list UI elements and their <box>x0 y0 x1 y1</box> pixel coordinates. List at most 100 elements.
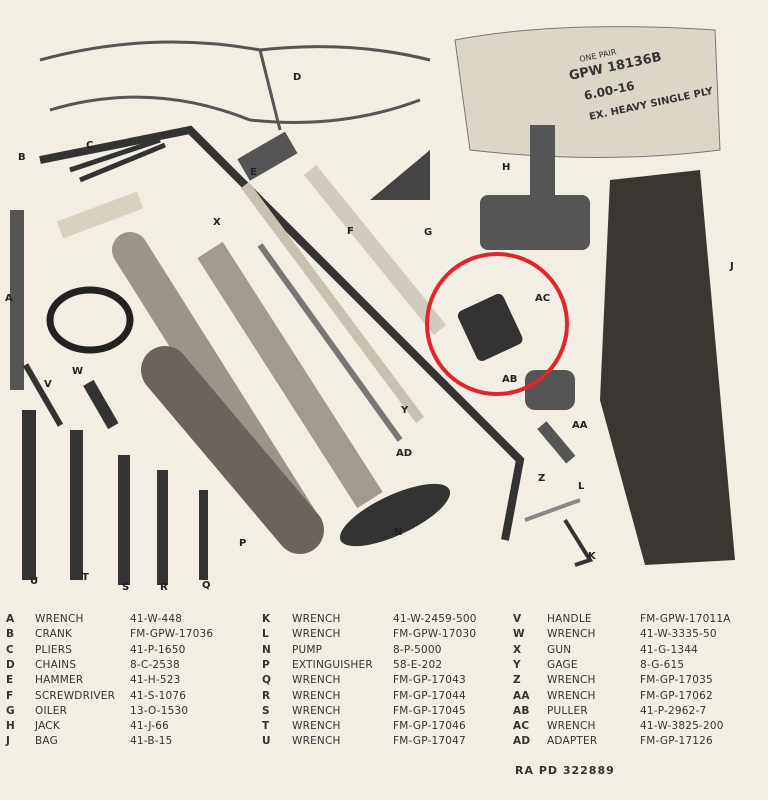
part-name: SCREWDRIVER <box>35 689 116 702</box>
open-end-wrenches <box>22 363 208 585</box>
callout-label-s: S <box>122 582 130 593</box>
tool-bag-drawing <box>600 170 735 565</box>
part-name: WRENCH <box>292 689 341 702</box>
part-letter: Y <box>513 658 521 671</box>
part-code: FM-GP-17044 <box>393 689 466 702</box>
part-letter: H <box>6 720 15 733</box>
part-name: PULLER <box>547 704 588 717</box>
callout-label-h: H <box>502 162 511 173</box>
callout-label-y: Y <box>401 405 409 416</box>
part-letter: X <box>513 643 522 656</box>
part-letter: AA <box>513 689 530 702</box>
part-name: JACK <box>35 720 60 733</box>
chains-drawing <box>39 40 431 131</box>
callout-label-w: W <box>72 366 84 377</box>
part-code: 41-S-1076 <box>130 689 187 702</box>
part-name: PLIERS <box>35 643 73 656</box>
part-code: FM-GP-17035 <box>640 674 713 687</box>
part-code: 41-B-15 <box>130 735 173 748</box>
callout-label-t: T <box>82 572 89 583</box>
part-letter: L <box>262 628 269 641</box>
part-code: FM-GP-17047 <box>393 735 466 748</box>
part-letter: K <box>262 613 271 625</box>
callout-label-v: V <box>44 379 52 390</box>
pump-drawing <box>197 241 383 509</box>
part-name: WRENCH <box>292 704 341 717</box>
figure-reference: RA PD 322889 <box>515 764 615 777</box>
part-name: GAGE <box>547 658 578 671</box>
hammer-drawing <box>240 182 425 423</box>
pliers-drawing <box>69 137 166 183</box>
part-letter: V <box>513 613 522 625</box>
part-code: 41-W-448 <box>130 613 183 625</box>
callout-label-j: J <box>730 261 734 272</box>
part-name: PUMP <box>292 643 323 656</box>
part-code: 41-H-523 <box>130 674 181 687</box>
part-name: WRENCH <box>547 689 596 702</box>
callout-label-u: U <box>30 576 39 587</box>
part-name: WRENCH <box>292 628 341 641</box>
callout-label-ab: AB <box>502 374 518 385</box>
part-name: HAMMER <box>35 674 84 687</box>
pipe-wrench-drawing <box>10 210 24 390</box>
part-code: FM-GP-17045 <box>393 704 466 717</box>
part-code: 41-P-1650 <box>130 643 186 656</box>
part-letter: G <box>6 704 15 717</box>
part-letter: B <box>6 628 15 641</box>
part-code: 41-G-1344 <box>640 643 698 656</box>
tool-kit-illustration: ONE PAIR GPW 18136B 6.00-16 EX. HEAVY SI… <box>5 26 735 593</box>
part-letter: Z <box>513 674 521 687</box>
part-code: 41-W-3335-50 <box>640 628 717 641</box>
part-letter: N <box>262 643 271 656</box>
part-name: WRENCH <box>547 674 596 687</box>
callout-label-aa: AA <box>572 420 588 431</box>
part-letter: U <box>262 735 271 748</box>
callout-label-q: Q <box>202 580 211 591</box>
callout-label-p: P <box>239 538 247 549</box>
part-name: WRENCH <box>292 674 341 687</box>
highlight-circle <box>425 252 569 396</box>
hose-drawing <box>46 286 134 354</box>
callout-label-c: C <box>86 140 94 151</box>
callout-label-a: A <box>5 293 13 304</box>
callout-label-z: Z <box>538 473 546 484</box>
aa-wrench-drawing <box>537 421 576 464</box>
part-letter: A <box>6 613 15 625</box>
callout-label-r: R <box>160 582 168 593</box>
part-code: FM-GP-17126 <box>640 735 713 748</box>
puller-drawing <box>525 370 575 410</box>
part-code: 41-W-3825-200 <box>640 720 724 733</box>
part-letter: Q <box>262 674 272 687</box>
part-name: WRENCH <box>292 720 341 733</box>
part-code: 8-G-615 <box>640 658 685 671</box>
extinguisher-drawing <box>141 346 324 554</box>
part-letter: W <box>513 628 525 641</box>
part-letter: AD <box>513 735 531 748</box>
part-name: GUN <box>547 643 572 656</box>
jack-drawing <box>480 125 590 250</box>
part-letter: R <box>262 689 271 702</box>
gage-drawing <box>257 243 403 442</box>
socket-wrench-drawing <box>457 293 523 361</box>
part-letter: AB <box>513 704 530 717</box>
callout-label-e: E <box>250 167 257 178</box>
callout-label-ac: AC <box>535 293 551 304</box>
part-letter: AC <box>513 720 530 733</box>
part-name: EXTINGUISHER <box>292 658 373 671</box>
callout-label-n: N <box>394 527 403 538</box>
part-code: 41-P-2962-7 <box>640 704 707 717</box>
part-letter: S <box>262 704 270 717</box>
part-letter: D <box>6 658 15 671</box>
part-name: CHAINS <box>35 658 77 671</box>
part-code: FM-GP-17062 <box>640 689 713 702</box>
part-code: FM-GP-17046 <box>393 720 466 733</box>
part-letter: F <box>6 689 14 702</box>
part-code: 58-E-202 <box>393 658 443 671</box>
part-name: WRENCH <box>547 720 596 733</box>
bag-drawing: ONE PAIR GPW 18136B 6.00-16 EX. HEAVY SI… <box>454 26 721 158</box>
callout-label-ad: AD <box>396 448 413 459</box>
part-code: FM-GPW-17030 <box>393 628 477 641</box>
part-code: 8-P-5000 <box>393 643 442 656</box>
part-name: CRANK <box>35 628 73 641</box>
callout-label-g: G <box>424 227 433 238</box>
